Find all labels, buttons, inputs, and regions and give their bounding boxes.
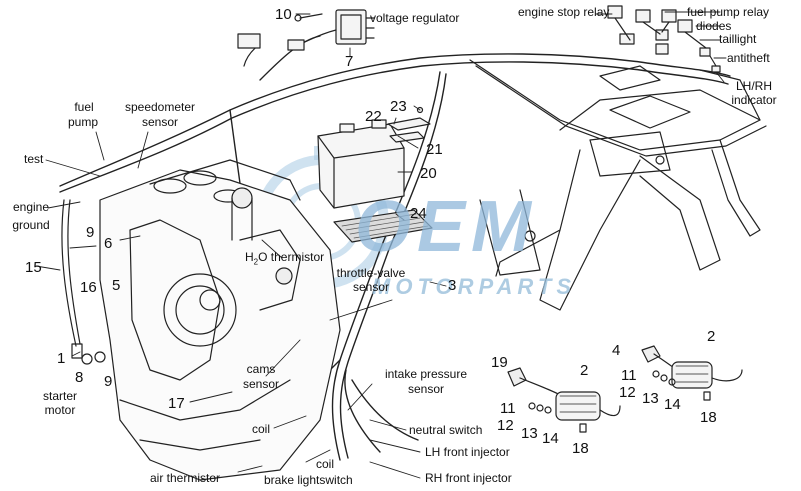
label-speedometer-sensor-line1: speedometer xyxy=(124,100,196,114)
label-h2o-thermistor: H2O thermistor xyxy=(245,250,325,267)
callout-15: 15 xyxy=(25,259,42,276)
watermark-subtitle: MOTORPARTS xyxy=(372,274,577,299)
label-air-thermistor: air thermistor xyxy=(150,471,221,485)
callout-13-rh: 13 xyxy=(642,390,659,407)
ignition-coil-lh xyxy=(507,367,621,433)
label-cams-sensor-line1: cams xyxy=(246,362,276,376)
label-intake-pressure-sensor-line1: intake pressure xyxy=(384,367,468,381)
engine-block xyxy=(99,159,341,481)
callout-20: 20 xyxy=(420,165,437,182)
callout-2-lh: 2 xyxy=(580,362,589,379)
label-lh-rh-indicator-line1: LH/RH xyxy=(735,79,772,93)
callout-7: 7 xyxy=(345,53,354,70)
label-lh-rh-indicator-line2: indicator xyxy=(731,93,777,107)
callout-3: 3 xyxy=(448,277,457,294)
label-brake-lightswitch: brake lightswitch xyxy=(264,473,353,487)
callout-9-upper: 9 xyxy=(86,224,95,241)
starter-wire xyxy=(61,199,106,365)
label-rh-front-injector: RH front injector xyxy=(425,471,512,485)
leader-lines xyxy=(35,11,727,479)
callout-11-rh: 11 xyxy=(621,367,637,384)
callout-21: 21 xyxy=(426,141,443,158)
label-engine-stop-relay: engine stop relay xyxy=(518,5,610,19)
label-fuel-pump-line1: fuel xyxy=(74,100,94,114)
callout-9-lower: 9 xyxy=(104,373,113,390)
ignition-coil-rh xyxy=(641,345,743,401)
callout-12-lh: 12 xyxy=(497,417,514,434)
callout-24: 24 xyxy=(410,205,427,222)
callout-16: 16 xyxy=(80,279,97,296)
callout-10: 10 xyxy=(275,6,292,23)
voltage-regulator-part xyxy=(237,9,375,67)
rear-subframe xyxy=(469,59,767,311)
callout-18-rh: 18 xyxy=(700,409,717,426)
battery-part xyxy=(317,119,405,209)
label-starter-motor-line2: motor xyxy=(44,403,76,417)
callout-6: 6 xyxy=(104,235,113,252)
callout-4: 4 xyxy=(612,342,621,359)
callout-18-lh: 18 xyxy=(572,440,589,457)
label-taillight: taillight xyxy=(719,32,757,46)
label-engine-ground-line1: engine xyxy=(12,200,50,214)
callout-17: 17 xyxy=(168,395,185,412)
label-diodes: diodes xyxy=(696,19,732,33)
callout-2-rh: 2 xyxy=(707,328,716,345)
label-neutral-switch: neutral switch xyxy=(409,423,483,437)
label-throttle-valve-sensor-line2: sensor xyxy=(352,280,390,294)
callout-13-lh: 13 xyxy=(521,425,538,442)
label-starter-motor-line1: starter xyxy=(42,389,77,403)
label-coil-left: coil xyxy=(252,422,271,436)
label-antitheft: antitheft xyxy=(727,51,770,65)
callout-22: 22 xyxy=(365,108,382,125)
label-fuel-pump-line2: pump xyxy=(67,115,99,129)
label-fuel-pump-relay: fuel pump relay xyxy=(687,5,770,19)
callout-14-lh: 14 xyxy=(542,430,559,447)
label-engine-ground-line2: ground xyxy=(12,218,50,232)
callout-19: 19 xyxy=(491,354,508,371)
label-voltage-regulator: voltage regulator xyxy=(370,11,460,25)
callout-1: 1 xyxy=(57,350,66,367)
label-lh-front-injector: LH front injector xyxy=(425,445,510,459)
label-test: test xyxy=(24,152,44,166)
label-throttle-valve-sensor-line1: throttle-valve xyxy=(336,266,406,280)
callout-14-rh: 14 xyxy=(664,396,681,413)
callout-23: 23 xyxy=(390,98,407,115)
watermark-brand: OEM xyxy=(355,187,538,267)
callout-12-rh: 12 xyxy=(619,384,636,401)
battery-mat xyxy=(333,209,433,243)
callout-5: 5 xyxy=(112,277,121,294)
label-speedometer-sensor-line2: sensor xyxy=(141,115,179,129)
label-cams-sensor-line2: sensor xyxy=(242,377,280,391)
label-coil-bottom: coil xyxy=(316,457,335,471)
callout-8: 8 xyxy=(75,369,84,386)
label-intake-pressure-sensor-line2: sensor xyxy=(407,382,445,396)
callout-11-lh: 11 xyxy=(500,400,516,417)
